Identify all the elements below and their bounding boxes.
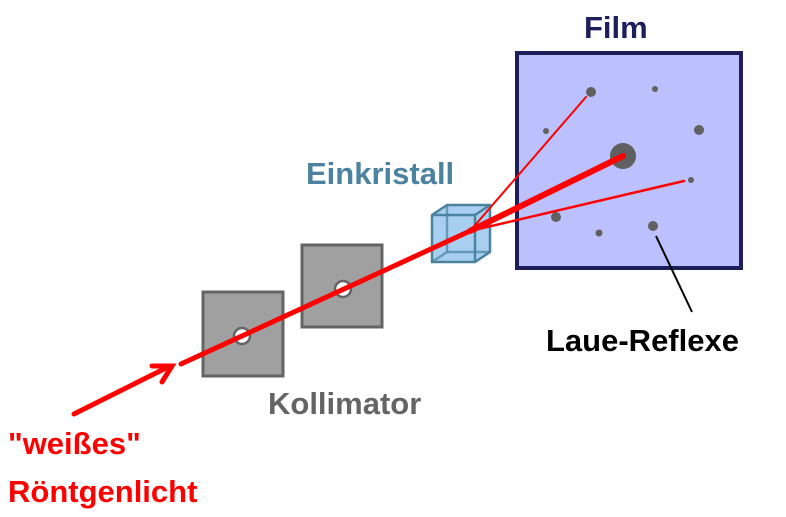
crystal-icon	[430, 203, 492, 264]
laue-spot	[586, 87, 596, 97]
laue-spot	[648, 221, 658, 231]
diffracted-beam	[469, 96, 587, 232]
laue-spot	[543, 128, 549, 134]
source-label-line1: "weißes"	[8, 426, 141, 461]
crystal-label: Einkristall	[306, 156, 455, 191]
incident-arrow-head	[149, 363, 177, 385]
reflexes-label: Laue-Reflexe	[546, 323, 739, 358]
diffracted-beam	[468, 179, 686, 233]
laue-spot	[694, 125, 704, 135]
transmitted-beam	[467, 153, 626, 234]
laue-spot	[551, 212, 561, 222]
laue-spot	[688, 177, 694, 183]
collimated-beam	[178, 228, 473, 367]
xray-beam	[71, 96, 686, 417]
reflex-pointer	[655, 235, 693, 313]
collimator-label: Kollimator	[268, 386, 422, 421]
source-label-line2: Röntgenlicht	[8, 474, 198, 509]
film-label: Film	[584, 10, 648, 45]
laue-spot	[652, 86, 658, 92]
laue-spot	[595, 229, 603, 237]
incident-arrow-shaft	[71, 363, 173, 417]
